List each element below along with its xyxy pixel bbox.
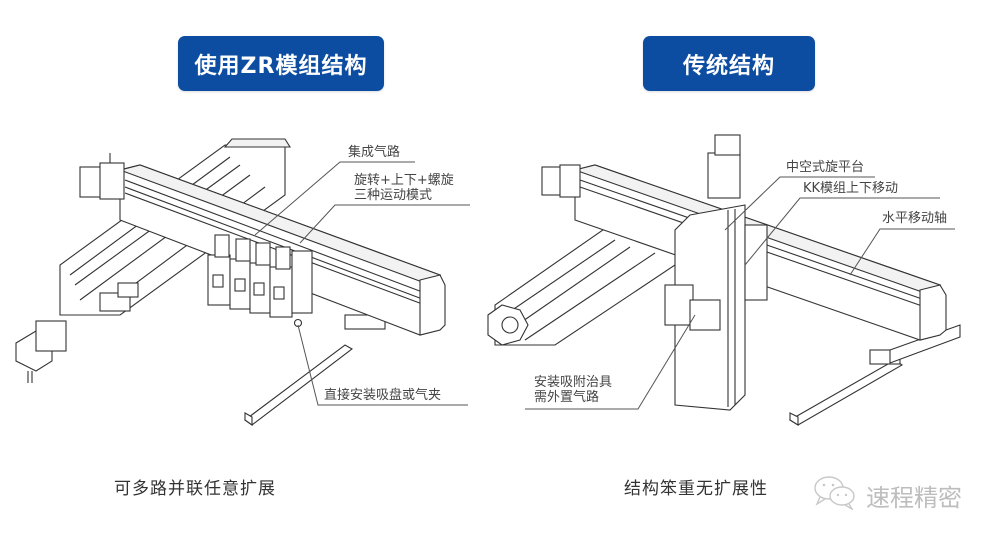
y-axis-rail [487, 224, 691, 346]
kk-vertical-module [664, 134, 768, 411]
zr-structure-title-badge: 使用ZR模组结构 [178, 36, 384, 91]
callout-three-modes-line1: 旋转+上下+螺旋 [354, 173, 454, 188]
callout-kk-module: KK模组上下移动 [803, 181, 899, 196]
zr-gantry-illustration: 集成气路 旋转+上下+螺旋 三种运动模式 直接安装吸盘或气夹 [0, 125, 480, 445]
zr-modules [207, 234, 313, 328]
callout-three-modes-line2: 三种运动模式 [354, 188, 433, 203]
watermark: 速程精密 [812, 474, 962, 516]
zr-structure-caption: 可多路并联任意扩展 [114, 479, 276, 499]
base-rail [788, 324, 961, 426]
callout-hollow-rotary: 中空式旋平台 [786, 160, 865, 175]
traditional-structure-title: 传统结构 [682, 53, 775, 79]
callout-external-air-line2: 需外置气路 [534, 390, 600, 405]
callout-horizontal-axis: 水平移动轴 [882, 211, 948, 226]
wechat-icon [812, 474, 858, 516]
watermark-text: 速程精密 [866, 483, 962, 512]
callout-external-air-line1: 安装吸附治具 [534, 375, 613, 390]
traditional-structure-title-badge: 传统结构 [643, 36, 815, 91]
traditional-gantry-illustration: 中空式旋平台 KK模组上下移动 水平移动轴 安装吸附治具 需外置气路 [480, 125, 980, 445]
zr-structure-title: 使用ZR模组结构 [194, 53, 368, 79]
callout-direct-mount: 直接安装吸盘或气夹 [324, 388, 442, 403]
traditional-structure-caption: 结构笨重无扩展性 [624, 479, 768, 499]
callout-integrated-air: 集成气路 [348, 145, 401, 160]
base-rail [244, 314, 386, 427]
